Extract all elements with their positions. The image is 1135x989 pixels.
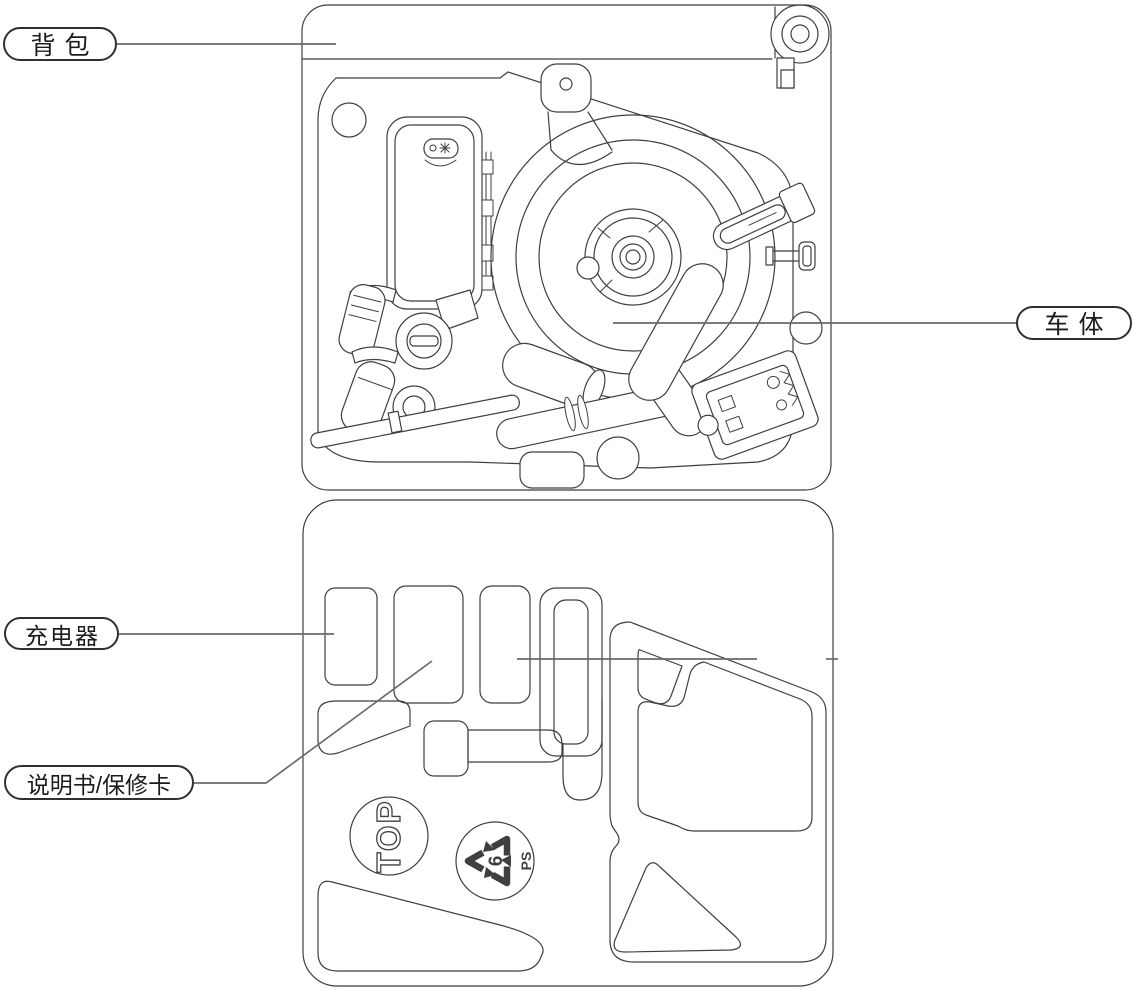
leader-lines	[117, 43, 1016, 784]
upper-tray-outline	[301, 4, 832, 491]
wheel-hub	[576, 219, 664, 293]
latch	[423, 138, 459, 159]
callout-backpack-text: 背包	[30, 32, 99, 60]
callout-vehicle-body: 车体	[1016, 306, 1132, 340]
lower-tray: TOP 6 PS	[302, 499, 834, 987]
pocket-left	[317, 700, 411, 755]
pocket-channel	[467, 729, 563, 763]
bottom-notch	[519, 451, 585, 489]
latch-pin-icon	[429, 144, 437, 152]
callout-charger-text: 充电器	[25, 622, 100, 649]
compartment-3	[479, 585, 531, 704]
recycle-arrowhead	[501, 855, 511, 867]
leader-manual	[194, 660, 433, 784]
triangle-pocket	[613, 862, 742, 953]
charger-compartment	[324, 587, 378, 686]
control-unit	[691, 350, 819, 460]
top-marking-text: TOP	[370, 799, 407, 872]
right-pocket-notch	[637, 649, 683, 705]
right-pocket	[609, 621, 827, 963]
foam-hole-bottom	[596, 436, 640, 480]
callout-vehicle-body-text: 车体	[1044, 311, 1113, 339]
callout-charger: 充电器	[4, 617, 119, 650]
folded-stem-tubes	[310, 342, 684, 450]
roller-wheel-detail	[770, 4, 830, 89]
recycle-marking: 6 PS	[455, 821, 535, 901]
manual-compartment	[393, 585, 464, 704]
battery-panel	[386, 116, 483, 310]
upper-tray	[301, 4, 832, 491]
stem-head	[540, 63, 613, 166]
folded-handlebar-cluster	[338, 284, 479, 435]
lower-tray-outline	[302, 499, 834, 987]
fork-arm	[628, 263, 724, 437]
latch-lever	[712, 182, 816, 271]
top-marking: TOP	[349, 796, 429, 876]
recycle-arrowhead	[483, 841, 495, 852]
pocket-mid	[423, 720, 469, 777]
callout-backpack: 背包	[3, 27, 117, 61]
spring-coil	[779, 370, 799, 406]
wedge-pocket	[317, 880, 544, 972]
callout-manual-warranty: 说明书/保修卡	[4, 765, 194, 800]
callout-manual-warranty-text: 说明书/保修卡	[26, 771, 172, 798]
thumbscrew	[765, 241, 816, 271]
upper-cavity-outline	[317, 71, 794, 469]
cavity-hole	[331, 102, 367, 138]
foam-hole-right	[789, 311, 823, 345]
recycle-arrowhead	[484, 867, 496, 878]
resin-material-text: PS	[518, 852, 534, 871]
rim	[538, 162, 728, 352]
resin-code-number: 6	[486, 856, 507, 867]
narrow-compartment	[539, 587, 603, 801]
screw-icon	[439, 142, 451, 154]
